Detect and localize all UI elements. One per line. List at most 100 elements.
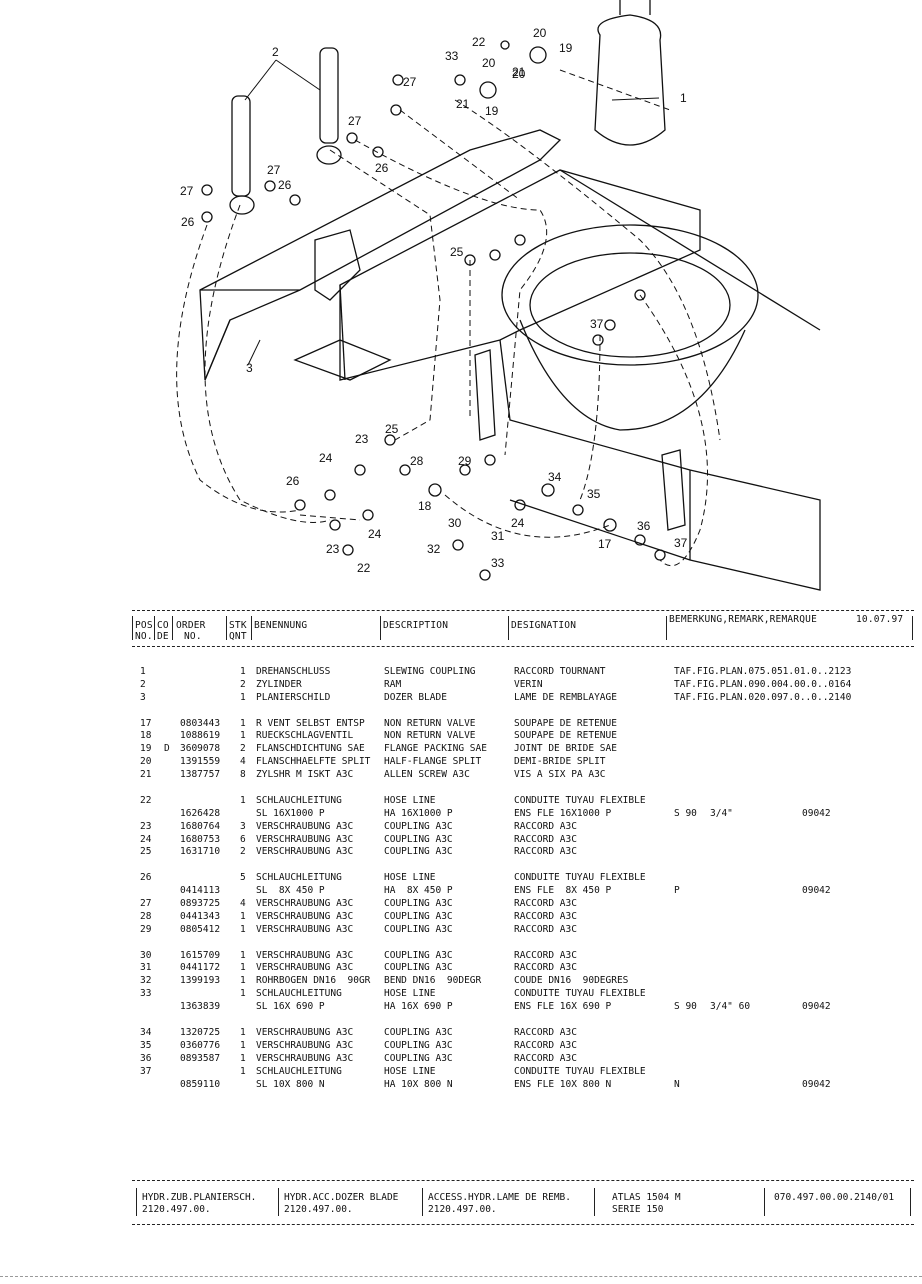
cell-pos: 24	[140, 833, 152, 845]
cell-fr: CONDUITE TUYAU FLEXIBLE	[514, 988, 646, 1000]
header-co: CO	[157, 620, 169, 631]
title-block: HYDR.ZUB.PLANIERSCH.2120.497.00. HYDR.AC…	[132, 1180, 914, 1226]
cell-order: 1631710	[180, 846, 221, 858]
cell-qty: 1	[240, 1026, 246, 1038]
row-spacer	[140, 782, 900, 795]
cell-rem: P	[674, 885, 680, 897]
cell-pos: 23	[140, 820, 152, 832]
callout-22: 22	[357, 561, 371, 575]
cell-pos: 1	[140, 666, 146, 677]
cell-qty: 1	[240, 962, 246, 974]
cell-rem: S 90	[674, 807, 697, 819]
cell-de: D	[164, 743, 170, 755]
cell-qty: 4	[240, 898, 246, 910]
cell-rem: N	[674, 1078, 680, 1090]
row-spacer	[140, 859, 900, 872]
cell-pos: 18	[140, 730, 152, 742]
callout-27: 27	[267, 163, 281, 177]
cell-ben: SCHLAUCHLEITUNG	[256, 794, 342, 806]
cell-ben: VERSCHRAUBUNG A3C	[256, 923, 354, 935]
cell-fr: RACCORD A3C	[514, 910, 577, 922]
cell-ben: R VENT SELBST ENTSP	[256, 717, 365, 729]
cell-order: 1363839	[180, 1001, 221, 1013]
cell-fr: RACCORD A3C	[514, 962, 577, 974]
cell-pos: 35	[140, 1039, 152, 1051]
callout-24: 24	[319, 451, 333, 465]
footer-german-title: HYDR.ZUB.PLANIERSCH.	[142, 1192, 257, 1203]
cell-fr: CONDUITE TUYAU FLEXIBLE	[514, 1065, 646, 1077]
cell-size: 3/4" 60	[710, 1001, 751, 1013]
callout-34: 34	[548, 470, 562, 484]
cell-pos: 37	[140, 1065, 152, 1077]
cell-fr: CONDUITE TUYAU FLEXIBLE	[514, 794, 646, 806]
cell-ben: PLANIERSCHILD	[256, 691, 331, 703]
cell-desc: COUPLING A3C	[384, 1039, 453, 1051]
exploded-parts-diagram: 1231718191920202021212222232324242425252…	[176, 0, 821, 591]
footer-french-number: 2120.497.00.	[428, 1204, 497, 1215]
cell-fr: RACCORD A3C	[514, 1026, 577, 1038]
cell-ben: VERSCHRAUBUNG A3C	[256, 833, 354, 845]
cell-ben: VERSCHRAUBUNG A3C	[256, 949, 354, 961]
cell-rem: S 90	[674, 1001, 697, 1013]
cell-code: 09042	[802, 807, 831, 819]
cell-desc: HA 10X 800 N	[384, 1078, 453, 1090]
cell-desc: HOSE LINE	[384, 794, 436, 806]
cell-desc: HA 8X 450 P	[384, 885, 453, 897]
cell-code: 09042	[802, 885, 831, 897]
cell-pos: 2	[140, 678, 146, 690]
callout-26: 26	[181, 215, 195, 229]
cell-desc: COUPLING A3C	[384, 923, 453, 935]
callout-26: 26	[286, 474, 300, 488]
callout-30: 30	[448, 516, 462, 530]
cell-qty: 8	[240, 769, 246, 781]
callout-29: 29	[458, 454, 472, 468]
cell-order: 0803443	[180, 717, 221, 729]
cell-desc: HOSE LINE	[384, 1065, 436, 1077]
cell-order: 0859110	[180, 1078, 221, 1090]
cell-order: 1626428	[180, 807, 221, 819]
cell-desc: COUPLING A3C	[384, 910, 453, 922]
header-designation: DESIGNATION	[511, 620, 577, 631]
cell-qty: 1	[240, 1039, 246, 1051]
callout-32: 32	[427, 542, 441, 556]
callout-26: 26	[375, 161, 389, 175]
callout-20: 20	[482, 56, 496, 70]
cell-order: 0360776	[180, 1039, 221, 1051]
cell-desc: COUPLING A3C	[384, 962, 453, 974]
cell-fr: RACCORD TOURNANT	[514, 666, 606, 677]
cell-ben: SL 16X 690 P	[256, 1001, 325, 1013]
cell-desc: NON RETURN VALVE	[384, 717, 476, 729]
cell-pos: 32	[140, 975, 152, 987]
cell-fr: ENS FLE 10X 800 N	[514, 1078, 612, 1090]
cell-pos: 31	[140, 962, 152, 974]
cell-rem: TAF.FIG.PLAN.020.097.0..0..2140	[674, 691, 852, 703]
cell-qty: 1	[240, 1065, 246, 1077]
cell-qty: 1	[240, 717, 246, 729]
callout-28: 28	[410, 454, 424, 468]
header-order: ORDER	[176, 620, 206, 631]
cell-pos: 28	[140, 910, 152, 922]
cell-fr: JOINT DE BRIDE SAE	[514, 743, 617, 755]
callout-23: 23	[355, 432, 369, 446]
cell-qty: 1	[240, 923, 246, 935]
cell-ben: ZYLINDER	[256, 678, 302, 690]
header-pos: POS	[135, 620, 153, 631]
cell-order: 1320725	[180, 1026, 221, 1038]
cell-pos: 25	[140, 846, 152, 858]
header-qnt: QNT	[229, 631, 247, 642]
cell-desc: DOZER BLADE	[384, 691, 447, 703]
cell-pos: 30	[140, 949, 152, 961]
cell-rem: TAF.FIG.PLAN.090.004.00.0..0164	[674, 678, 852, 690]
callout-21: 21	[512, 65, 526, 79]
cell-ben: ROHRBOGEN DN16 90GR	[256, 975, 371, 987]
page-bottom-rule	[0, 1276, 922, 1277]
cell-fr: ENS FLE 8X 450 P	[514, 885, 612, 897]
